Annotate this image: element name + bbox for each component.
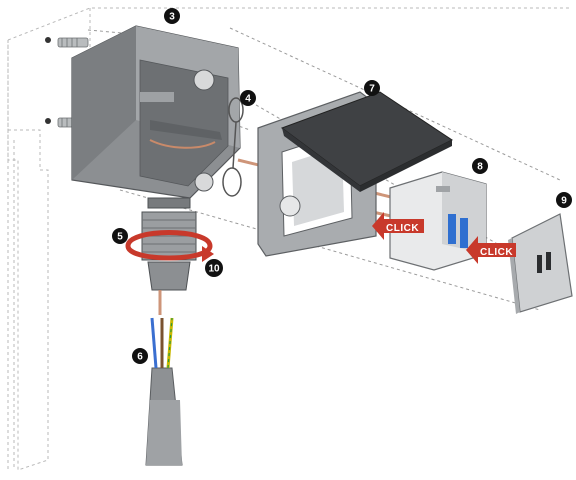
callout-7: 7 xyxy=(364,80,380,96)
click-label-1: CLICK xyxy=(386,223,419,234)
callout-3: 3 xyxy=(164,8,180,24)
callout-7-label: 7 xyxy=(369,84,375,95)
cable-gland xyxy=(141,197,197,291)
callout-10: 10 xyxy=(205,259,223,277)
callout-5: 5 xyxy=(112,228,128,244)
gasket-ring xyxy=(222,97,244,197)
frame-with-cover xyxy=(257,91,453,257)
callout-6-label: 6 xyxy=(137,352,143,363)
callout-9-label: 9 xyxy=(561,196,567,207)
mounting-box xyxy=(71,25,241,199)
click-arrow-2: CLICK xyxy=(466,236,516,264)
rotation-arrow xyxy=(125,230,214,262)
callout-10-label: 10 xyxy=(208,264,220,275)
wall-plug-top xyxy=(45,37,89,48)
callout-8-label: 8 xyxy=(477,162,483,173)
callout-8: 8 xyxy=(472,158,488,174)
callout-5-label: 5 xyxy=(117,232,123,243)
click-arrow-1: CLICK xyxy=(372,212,424,240)
socket-mechanism xyxy=(389,171,487,271)
wall-plate xyxy=(508,213,573,314)
callout-9: 9 xyxy=(556,192,572,208)
callout-3-label: 3 xyxy=(169,12,175,23)
cable xyxy=(145,317,183,466)
callout-4: 4 xyxy=(240,90,256,106)
callout-6: 6 xyxy=(132,348,148,364)
click-label-2: CLICK xyxy=(480,247,513,258)
callout-4-label: 4 xyxy=(245,94,251,105)
